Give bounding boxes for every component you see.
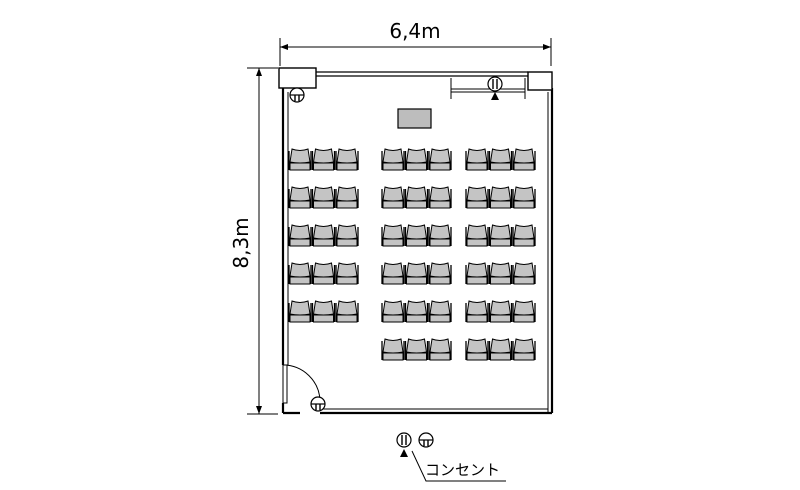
chair — [311, 148, 336, 171]
chair — [404, 300, 429, 323]
chair — [488, 224, 513, 247]
chair — [288, 224, 312, 247]
chair — [512, 148, 536, 171]
chair — [381, 186, 405, 209]
chair — [488, 148, 513, 171]
chair — [311, 186, 336, 209]
chair — [465, 186, 489, 209]
chair — [488, 338, 513, 361]
chair — [381, 300, 405, 323]
pillar-top-right — [527, 71, 553, 91]
chair — [512, 224, 536, 247]
outlet-icon — [289, 87, 305, 103]
counter-shelf — [450, 78, 526, 99]
chair — [512, 186, 536, 209]
chair — [335, 148, 359, 171]
outlet-icon — [396, 432, 412, 448]
chair — [512, 300, 536, 323]
chair — [488, 300, 513, 323]
chair — [335, 300, 359, 323]
chair — [465, 148, 489, 171]
chair — [381, 338, 405, 361]
chair — [335, 186, 359, 209]
chair — [404, 338, 429, 361]
chair — [404, 224, 429, 247]
chair — [381, 148, 405, 171]
chair — [428, 224, 452, 247]
room-walls — [281, 71, 554, 415]
chair — [288, 300, 312, 323]
chair — [465, 300, 489, 323]
chair — [404, 262, 429, 285]
chair — [311, 224, 336, 247]
height-label: 8,3m — [229, 217, 253, 268]
outlet-icon — [310, 396, 326, 412]
door — [282, 364, 321, 404]
width-label: 6,4m — [389, 19, 440, 43]
chair — [465, 224, 489, 247]
chair — [288, 148, 312, 171]
chair — [381, 262, 405, 285]
chair — [335, 224, 359, 247]
chair — [465, 338, 489, 361]
seating-area — [288, 148, 536, 361]
width-dimension: 6,4m — [279, 19, 552, 66]
chair — [512, 262, 536, 285]
pillar-top-left — [278, 67, 317, 89]
podium-desk — [397, 108, 432, 129]
chair — [404, 148, 429, 171]
data-port-icon — [491, 92, 499, 100]
chair — [428, 262, 452, 285]
chair — [488, 262, 513, 285]
chair — [465, 262, 489, 285]
chair — [381, 224, 405, 247]
outlet-icon — [487, 76, 503, 92]
chair — [488, 186, 513, 209]
chair — [311, 300, 336, 323]
data-port-icon — [400, 449, 408, 457]
chair — [428, 186, 452, 209]
chair — [404, 186, 429, 209]
chair — [288, 186, 312, 209]
chair — [288, 262, 312, 285]
chair — [512, 338, 536, 361]
height-dimension: 8,3m — [229, 67, 278, 415]
chair — [428, 300, 452, 323]
legend: コンセント — [396, 432, 506, 482]
outlet-icon — [418, 432, 434, 448]
chair — [428, 148, 452, 171]
legend-label: コンセント — [425, 461, 500, 479]
chair — [335, 262, 359, 285]
chair — [311, 262, 336, 285]
chair — [428, 338, 452, 361]
